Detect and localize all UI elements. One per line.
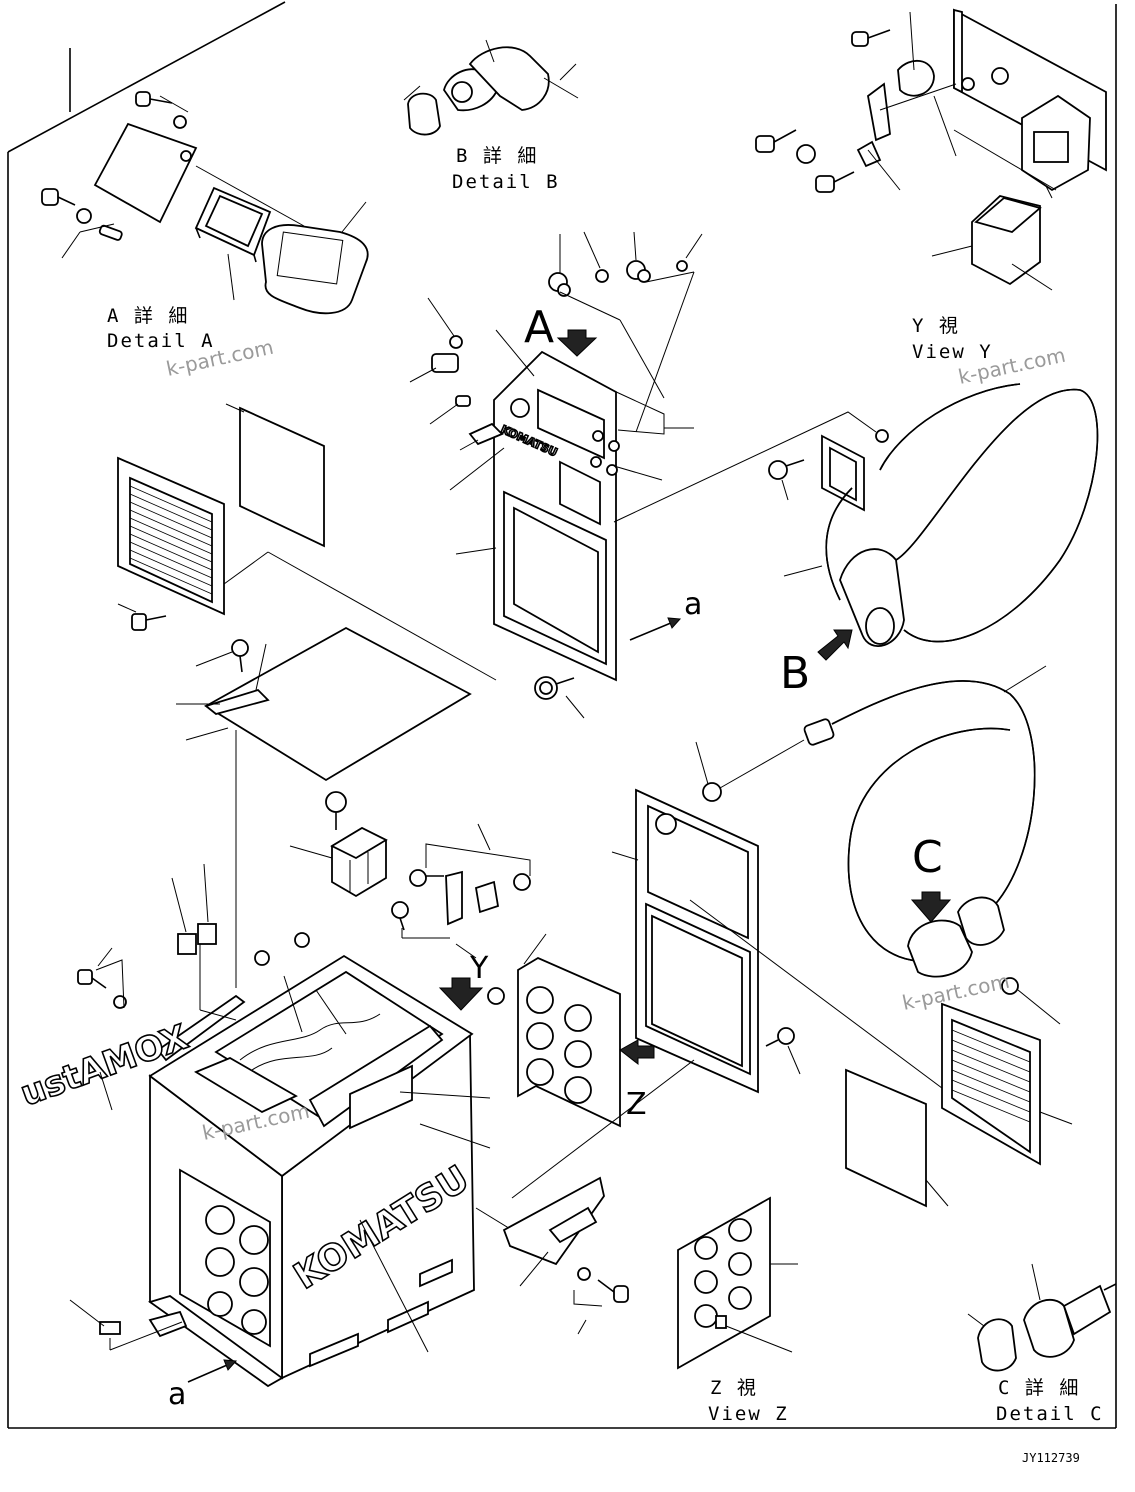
screw-icon — [77, 969, 127, 1009]
marker-b: B — [780, 648, 810, 699]
contactor-group: Y — [289, 791, 531, 986]
rear-frame-group — [511, 739, 959, 1199]
arrow-right-icon — [667, 617, 682, 629]
screw-icon — [409, 869, 444, 887]
knob-icon — [626, 260, 651, 283]
filter-sheet-right — [845, 1068, 927, 1208]
marker-a: A — [524, 302, 554, 353]
louver-lines — [951, 1029, 1031, 1123]
arrow-right-icon — [817, 629, 853, 661]
gasket — [261, 224, 369, 315]
connector-plug — [407, 92, 441, 136]
ref-a-label-bottom: a — [168, 1377, 186, 1412]
screw-icon — [131, 613, 167, 631]
arrow-right-icon — [223, 1359, 238, 1371]
screw-icon — [765, 1027, 795, 1047]
fan-unit-group: Z — [487, 933, 655, 1128]
screw-icon — [231, 639, 249, 673]
right-filter-group — [845, 977, 1073, 1208]
detail-b-jp-label: B 詳 細 — [456, 145, 538, 167]
screw-icon — [325, 791, 347, 830]
marker-z: Z — [626, 1087, 647, 1122]
nut-icon — [449, 335, 463, 349]
display-module — [194, 186, 272, 263]
hose-connector-c — [907, 919, 973, 978]
plug-cap — [977, 1318, 1017, 1372]
detail-c-en-label: Detail C — [996, 1403, 1104, 1425]
view-z-jp-label: Z 視 — [710, 1377, 758, 1399]
screw-icon — [391, 901, 409, 931]
top-cover-group — [176, 626, 472, 988]
cover-plate — [93, 122, 198, 224]
screw-icon — [41, 188, 123, 259]
screw-icon — [755, 129, 797, 153]
hose-b-group: B — [613, 383, 1099, 699]
front-panel-group: KOMATSU — [409, 231, 703, 719]
hose-elbow — [468, 46, 550, 111]
top-cover-plate — [204, 626, 472, 782]
frame-border — [7, 1, 1117, 1429]
fuse-holder — [445, 870, 463, 926]
view-y-jp-label: Y 視 — [912, 315, 960, 337]
switch-icon — [431, 353, 459, 373]
fan-panel-view-z — [677, 1196, 771, 1370]
screw-icon — [534, 676, 575, 700]
detail-b-group: B 詳 細 Detail B — [403, 39, 579, 193]
view-y-en-label: View Y — [912, 341, 993, 363]
view-y-group: Y 視 View Y — [755, 8, 1107, 363]
ref-a-label-top: a — [684, 587, 702, 622]
screw-icon — [135, 91, 189, 129]
screw-icon — [851, 29, 891, 47]
main-cabinet-group: KOMATSU ustAMOX — [15, 863, 513, 1412]
panel-display-window — [537, 388, 605, 460]
hose-end-fitting — [803, 718, 835, 746]
nut-icon — [595, 269, 609, 283]
terminal-block — [308, 1024, 444, 1128]
knob-icon — [548, 272, 571, 297]
watermark-4: k-part.com — [900, 969, 1012, 1015]
left-filter-group — [117, 403, 497, 681]
arrow-down-icon — [910, 891, 952, 923]
detail-a-group: A 詳 細 Detail A — [41, 91, 369, 352]
marker-y: Y — [469, 951, 489, 986]
screw-icon — [768, 459, 805, 480]
hose-c-group: C — [803, 665, 1047, 978]
screw-icon — [597, 1279, 629, 1303]
view-z-en-label: View Z — [708, 1403, 789, 1425]
bracket-group — [502, 1176, 629, 1335]
connector-c-body — [1023, 1298, 1075, 1358]
arrow-left-icon — [619, 1039, 655, 1066]
view-z-group: Z 視 View Z — [677, 1196, 798, 1425]
detail-c-group: C 詳 細 Detail C — [967, 1263, 1117, 1425]
screw-icon — [815, 171, 855, 193]
detail-b-en-label: Detail B — [452, 171, 560, 193]
marker-c: C — [912, 832, 943, 883]
detail-c-jp-label: C 詳 細 — [998, 1377, 1080, 1399]
arrow-down-icon — [556, 329, 598, 357]
nut-icon — [676, 260, 688, 272]
detail-a-en-label: Detail A — [107, 330, 215, 352]
document-id: JY112739 — [1022, 1451, 1080, 1465]
filter-sheet — [239, 406, 325, 548]
louver-lines — [129, 485, 213, 595]
arrow-down-icon — [438, 977, 484, 1011]
detail-a-jp-label: A 詳 細 — [107, 305, 189, 327]
